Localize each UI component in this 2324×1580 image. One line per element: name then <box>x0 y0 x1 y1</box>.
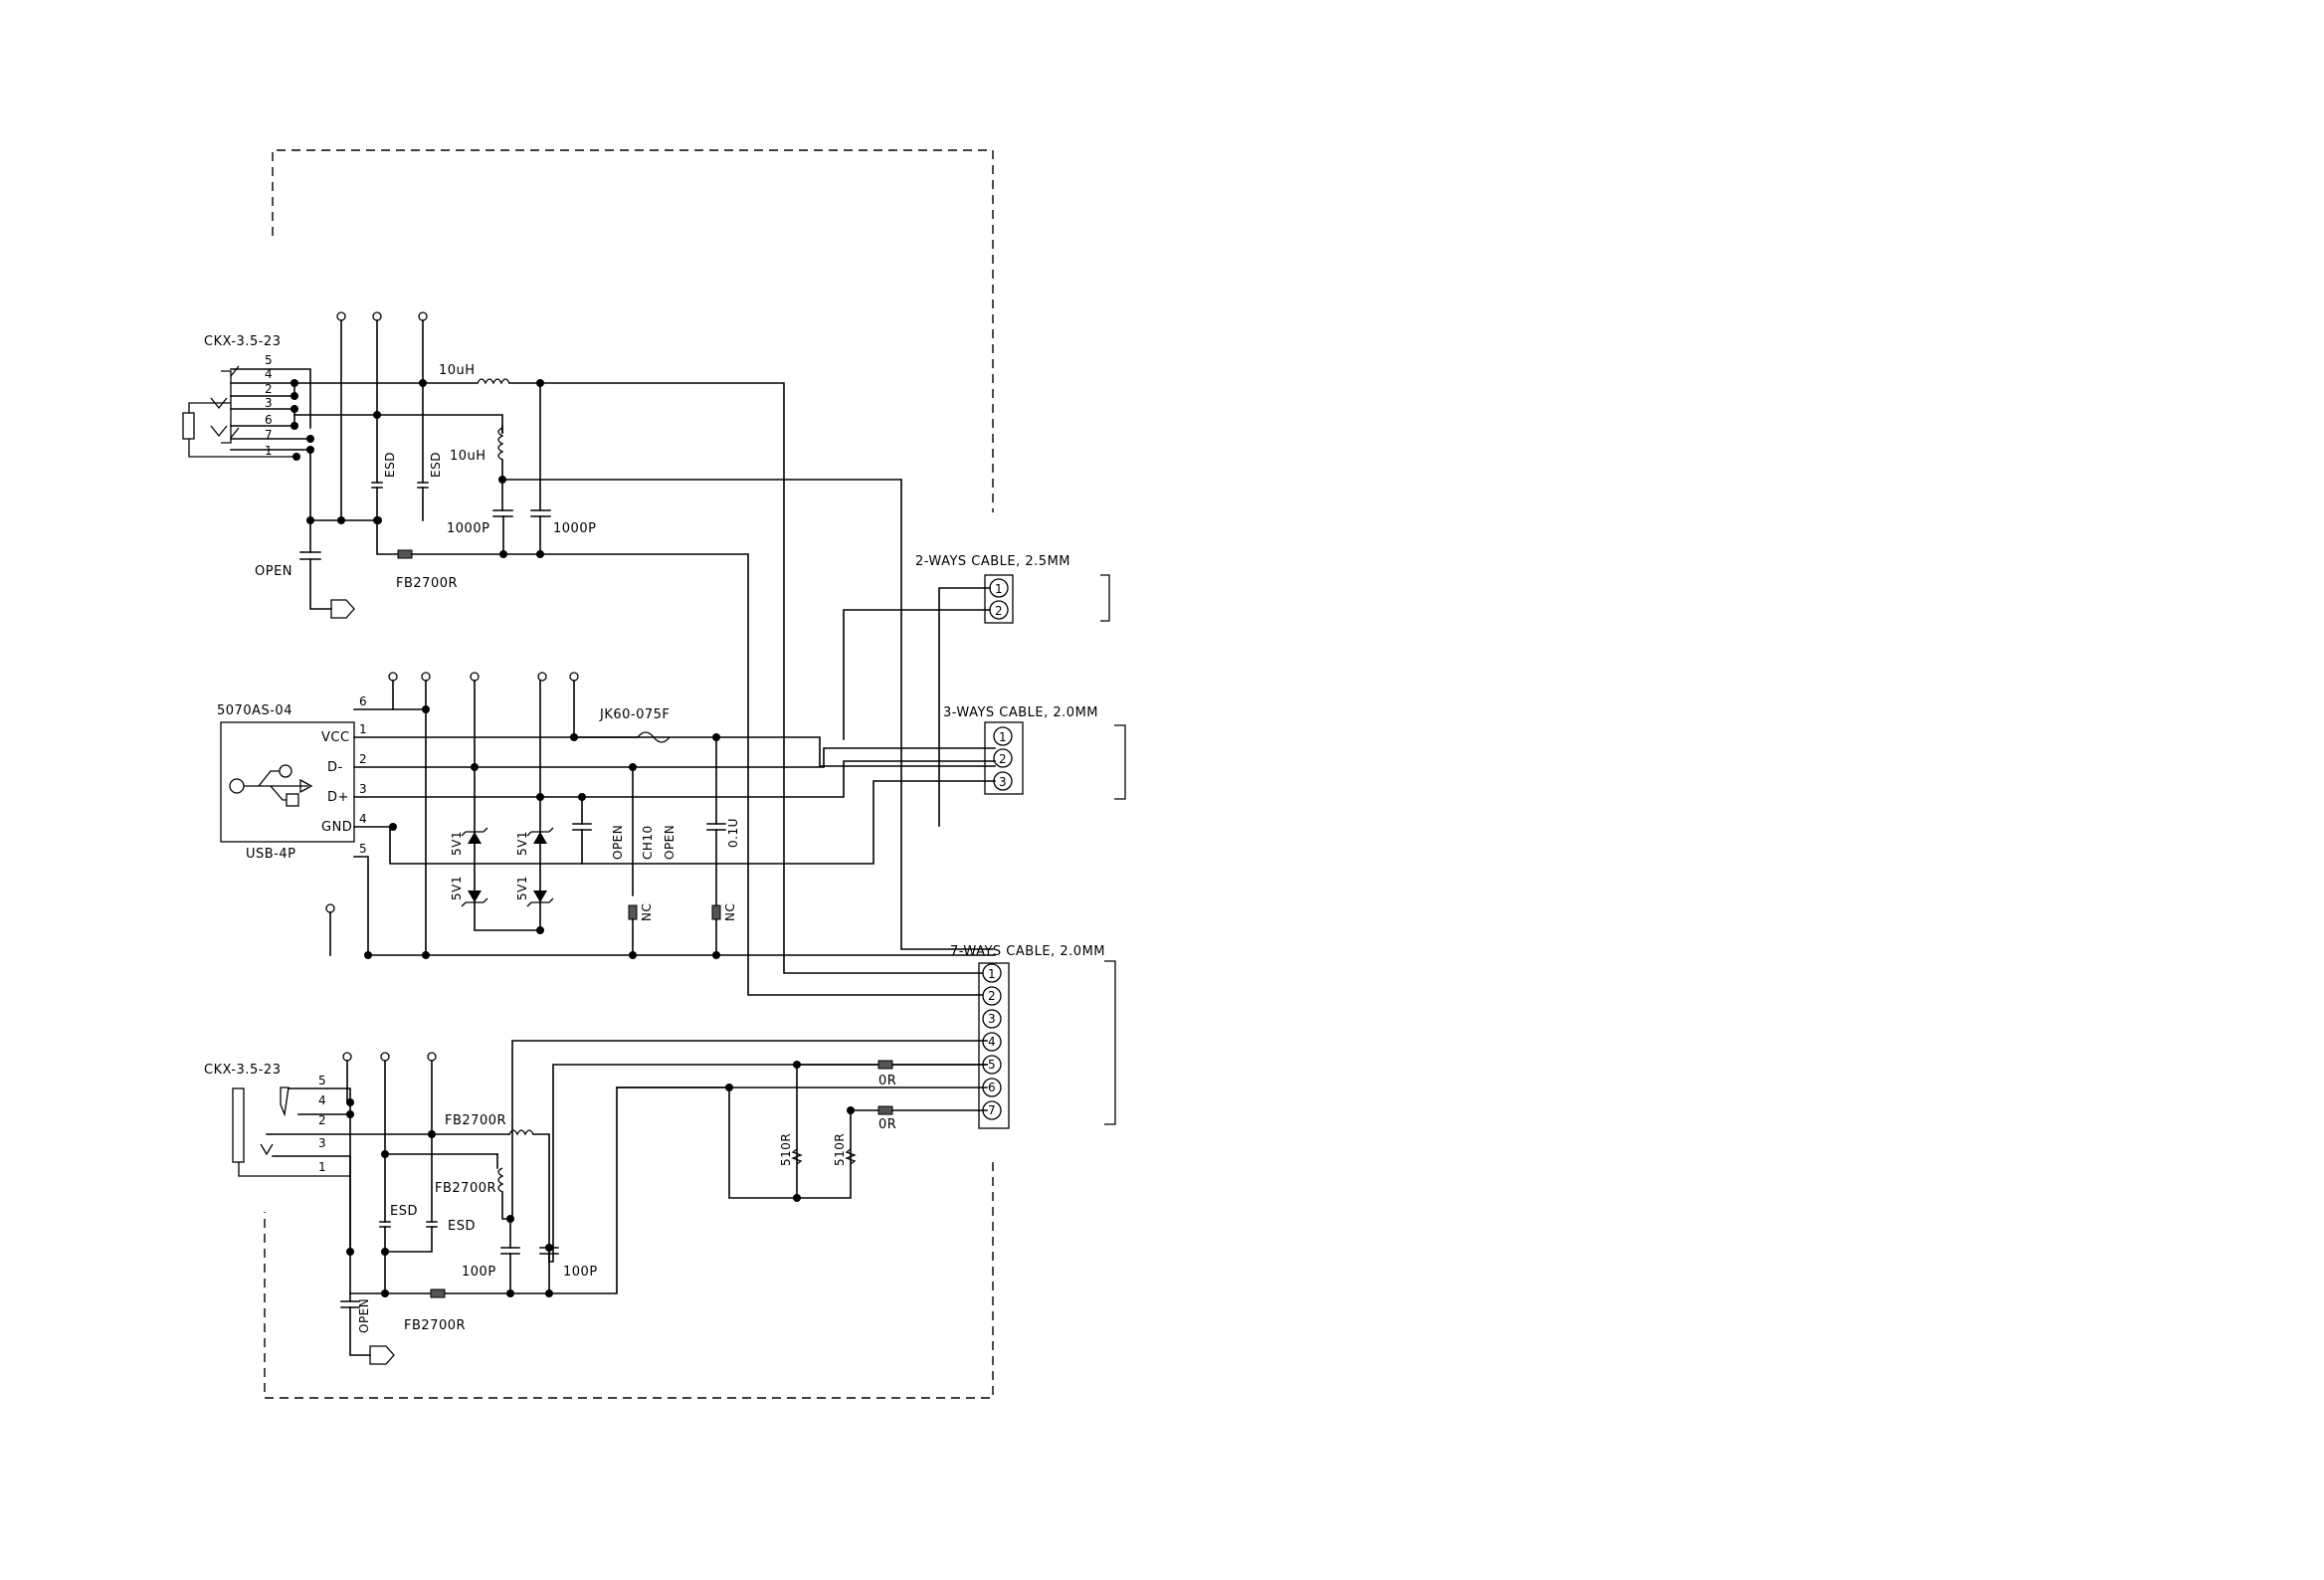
jack-top-pin-3: 3 <box>265 396 273 410</box>
jack-bottom-circuit: ESD ESD FB2700R FB2700R 100P 100P FB2700… <box>340 1040 988 1365</box>
jack-bottom-zero-1: 0R <box>878 1074 896 1088</box>
usb-cap-01u: 0.1U <box>726 818 740 848</box>
usb-zener-2: 5V1 <box>515 831 529 856</box>
connector-2-way-pin-1: 1 <box>995 582 1003 596</box>
jack-top-pin-7: 7 <box>265 428 273 442</box>
jack-top-esd-1: ESD <box>383 452 397 478</box>
jack-top-pin-1: 1 <box>265 444 273 458</box>
jack-top-ferrite-icon <box>397 549 413 559</box>
usb-pin-gnd: GND <box>321 820 352 835</box>
connector-7-way-pin-7: 7 <box>988 1103 996 1117</box>
connector-7-way-pin-4: 4 <box>988 1035 996 1049</box>
usb-zener-4: 5V1 <box>515 876 529 900</box>
jack-top-cap-2: 1000P <box>553 521 596 536</box>
connector-3-way-pin-1: 1 <box>999 730 1007 744</box>
jack-bottom-cap-1: 100P <box>462 1265 496 1280</box>
jack-top-plug-icon <box>182 412 195 440</box>
usb-cap-ch10: CH10 <box>641 825 655 860</box>
jack-top-pin-4: 4 <box>265 367 273 381</box>
jack-bottom-plug-icon <box>232 1087 245 1163</box>
usb-pin-num-3: 3 <box>359 782 367 796</box>
jack-bottom-cap-2: 100P <box>563 1265 598 1280</box>
jack-top-cap-1: 1000P <box>447 521 489 536</box>
jack-top-inductor-1-label: 10uH <box>439 363 476 378</box>
usb-nc-1: NC <box>640 903 654 921</box>
jack-bottom-pin-5: 5 <box>318 1074 326 1087</box>
connector-7-way: 7-WAYS CABLE, 2.0MM 1 2 3 4 5 6 7 <box>950 944 1116 1129</box>
connector-7-way-pin-6: 6 <box>988 1081 996 1094</box>
connector-7-way-pin-5: 5 <box>988 1058 996 1072</box>
usb-pin-dminus: D- <box>327 760 343 775</box>
jack-bottom-fb-2: FB2700R <box>435 1181 496 1196</box>
connector-7-way-pin-1: 1 <box>988 967 996 981</box>
jack-top-esd-2: ESD <box>429 452 443 478</box>
connector-7-way-pin-circle <box>982 1009 1002 1029</box>
jack-bottom-esd-2: ESD <box>448 1219 476 1234</box>
jack-top-open-cap-label: OPEN <box>255 564 292 579</box>
usb-pin-dplus: D+ <box>327 790 349 805</box>
jack-bottom-pin-3: 3 <box>318 1136 326 1150</box>
usb-part-label: 5070AS-04 <box>217 703 292 718</box>
jack-bottom-pin-2: 2 <box>318 1113 326 1127</box>
jack-top-pin-6: 6 <box>265 413 273 427</box>
jack-bottom-zero-2: 0R <box>878 1117 896 1132</box>
jack-bottom-esd-1: ESD <box>390 1204 418 1219</box>
usb-pin-vcc: VCC <box>321 730 350 745</box>
jack-top-pin-5: 5 <box>265 353 273 367</box>
usb-pin-num-4: 4 <box>359 812 367 826</box>
jack-bottom-pin-4: 4 <box>318 1093 326 1107</box>
usb-fuse-label: JK60-075F <box>599 707 670 722</box>
usb-type-label: USB-4P <box>246 847 296 862</box>
usb-logo-icon <box>229 764 313 807</box>
connector-3-way-pin-3: 3 <box>999 775 1007 789</box>
usb-pin-num-1: 1 <box>359 722 367 736</box>
jack-bottom-open-cap: OPEN <box>357 1298 371 1333</box>
jack-bottom-fb-1: FB2700R <box>445 1113 506 1128</box>
jack-bottom-res-2: 510R <box>833 1133 847 1166</box>
usb-connector: 5070AS-04 VCC D- D+ GND USB-4P 6 1 2 3 4… <box>217 694 996 956</box>
usb-pin-num-6: 6 <box>359 694 367 708</box>
connector-7-way-pin-circle <box>982 963 1002 983</box>
usb-zener-1: 5V1 <box>450 831 464 856</box>
board-outline <box>264 149 994 1399</box>
connector-3-way-label: 3-WAYS CABLE, 2.0MM <box>943 705 1098 720</box>
jack-bottom-res-1: 510R <box>779 1133 793 1166</box>
jack-bottom-fb-3: FB2700R <box>404 1318 466 1333</box>
jack-bottom-ferrite-icon <box>430 1288 446 1298</box>
connector-7-way-pin-circle <box>982 986 1002 1006</box>
connector-7-way-pin-3: 3 <box>988 1012 996 1026</box>
usb-pin-num-2: 2 <box>359 752 367 766</box>
audio-jack-bottom: CKX-3.5-23 5 4 2 3 1 <box>204 1063 510 1253</box>
usb-cap-open-1: OPEN <box>611 825 625 860</box>
connector-7-way-label: 7-WAYS CABLE, 2.0MM <box>950 944 1105 959</box>
jack-top-part-label: CKX-3.5-23 <box>204 334 281 349</box>
usb-protection-circuit: 5V1 5V1 5V1 5V1 JK60-075F OPEN CH10 OPEN… <box>325 672 740 959</box>
usb-cap-open-2: OPEN <box>663 825 677 860</box>
connector-2-way: 2-WAYS CABLE, 2.5MM 1 2 <box>843 554 1110 827</box>
usb-zener-3: 5V1 <box>450 876 464 900</box>
connector-7-way-pin-circle <box>982 1032 1002 1052</box>
connector-3-way-pin-2: 2 <box>999 752 1007 766</box>
connector-3-way: 3-WAYS CABLE, 2.0MM 1 2 3 <box>943 705 1126 800</box>
usb-pin-num-5: 5 <box>359 842 367 856</box>
jack-top-circuit: OPEN ESD ESD FB2700R 10uH 10uH 1000P <box>255 311 994 996</box>
connector-2-way-pin-2: 2 <box>995 604 1003 618</box>
usb-nc-2: NC <box>723 903 737 921</box>
connector-2-way-label: 2-WAYS CABLE, 2.5MM <box>915 554 1070 569</box>
jack-bottom-part-label: CKX-3.5-23 <box>204 1063 281 1078</box>
audio-jack-top: CKX-3.5-23 5 4 2 3 6 7 1 <box>182 334 311 458</box>
jack-top-pin-2: 2 <box>265 382 273 396</box>
jack-top-ferrite-label: FB2700R <box>396 576 458 591</box>
jack-bottom-pin-1: 1 <box>318 1160 326 1174</box>
jack-top-inductor-2-label: 10uH <box>450 449 486 464</box>
connector-7-way-pin-2: 2 <box>988 989 996 1003</box>
